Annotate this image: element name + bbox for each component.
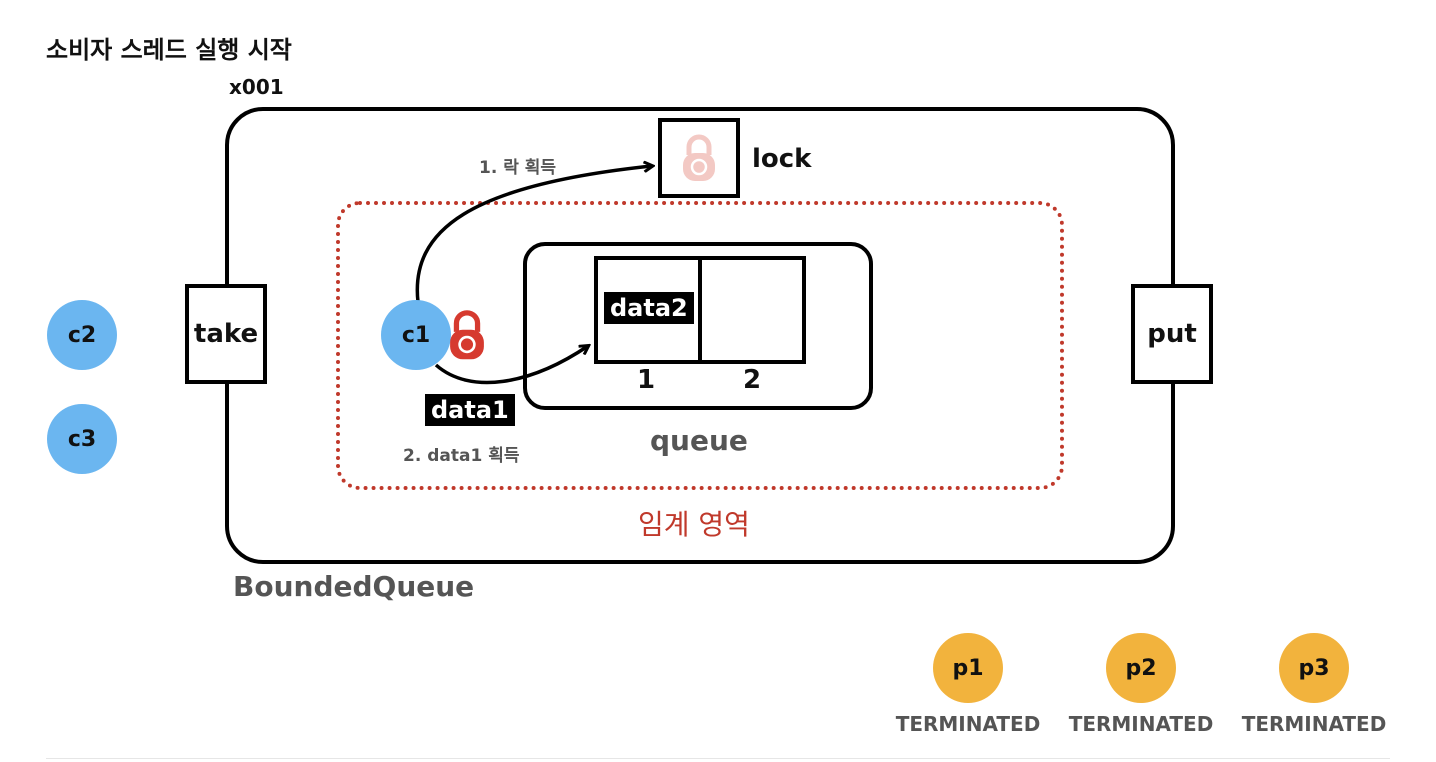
- slot-index-2: 2: [742, 365, 762, 395]
- critical-section-region: [336, 201, 1064, 490]
- step-2-label: 2. data1 획득: [403, 446, 520, 466]
- slot-index-1: 1: [636, 365, 656, 395]
- arrow-acquire-lock: [415, 166, 652, 303]
- bottom-divider: [46, 758, 1390, 759]
- arrow-take-data: [434, 346, 588, 385]
- lock-faded-icon: [683, 134, 715, 181]
- container-label: BoundedQueue: [233, 570, 475, 603]
- consumer-thread-c3: c3: [47, 404, 117, 474]
- step-1-label: 1. 락 획득: [479, 158, 557, 178]
- queue-slot-2: [698, 256, 806, 364]
- queue-label: queue: [650, 424, 748, 457]
- taken-item-data1: data1: [425, 394, 515, 426]
- producer-p2-state: TERMINATED: [1068, 712, 1214, 736]
- producer-thread-p3: p3: [1279, 633, 1349, 703]
- producer-p1-state: TERMINATED: [895, 712, 1041, 736]
- put-method-port: put: [1131, 284, 1213, 384]
- lock-label: lock: [752, 144, 812, 174]
- take-method-port: take: [185, 284, 267, 384]
- critical-section-label: 임계 영역: [638, 508, 750, 541]
- lock-held-icon: [450, 310, 484, 360]
- queue-box: [523, 242, 873, 410]
- producer-thread-p1: p1: [933, 633, 1003, 703]
- instance-address: x001: [229, 75, 284, 99]
- queue-item-data2: data2: [604, 292, 694, 324]
- consumer-thread-c1: c1: [381, 300, 451, 370]
- page-title: 소비자 스레드 실행 시작: [46, 36, 292, 64]
- producer-p3-state: TERMINATED: [1241, 712, 1387, 736]
- producer-thread-p2: p2: [1106, 633, 1176, 703]
- consumer-thread-c2: c2: [47, 300, 117, 370]
- lock-box: [658, 118, 740, 198]
